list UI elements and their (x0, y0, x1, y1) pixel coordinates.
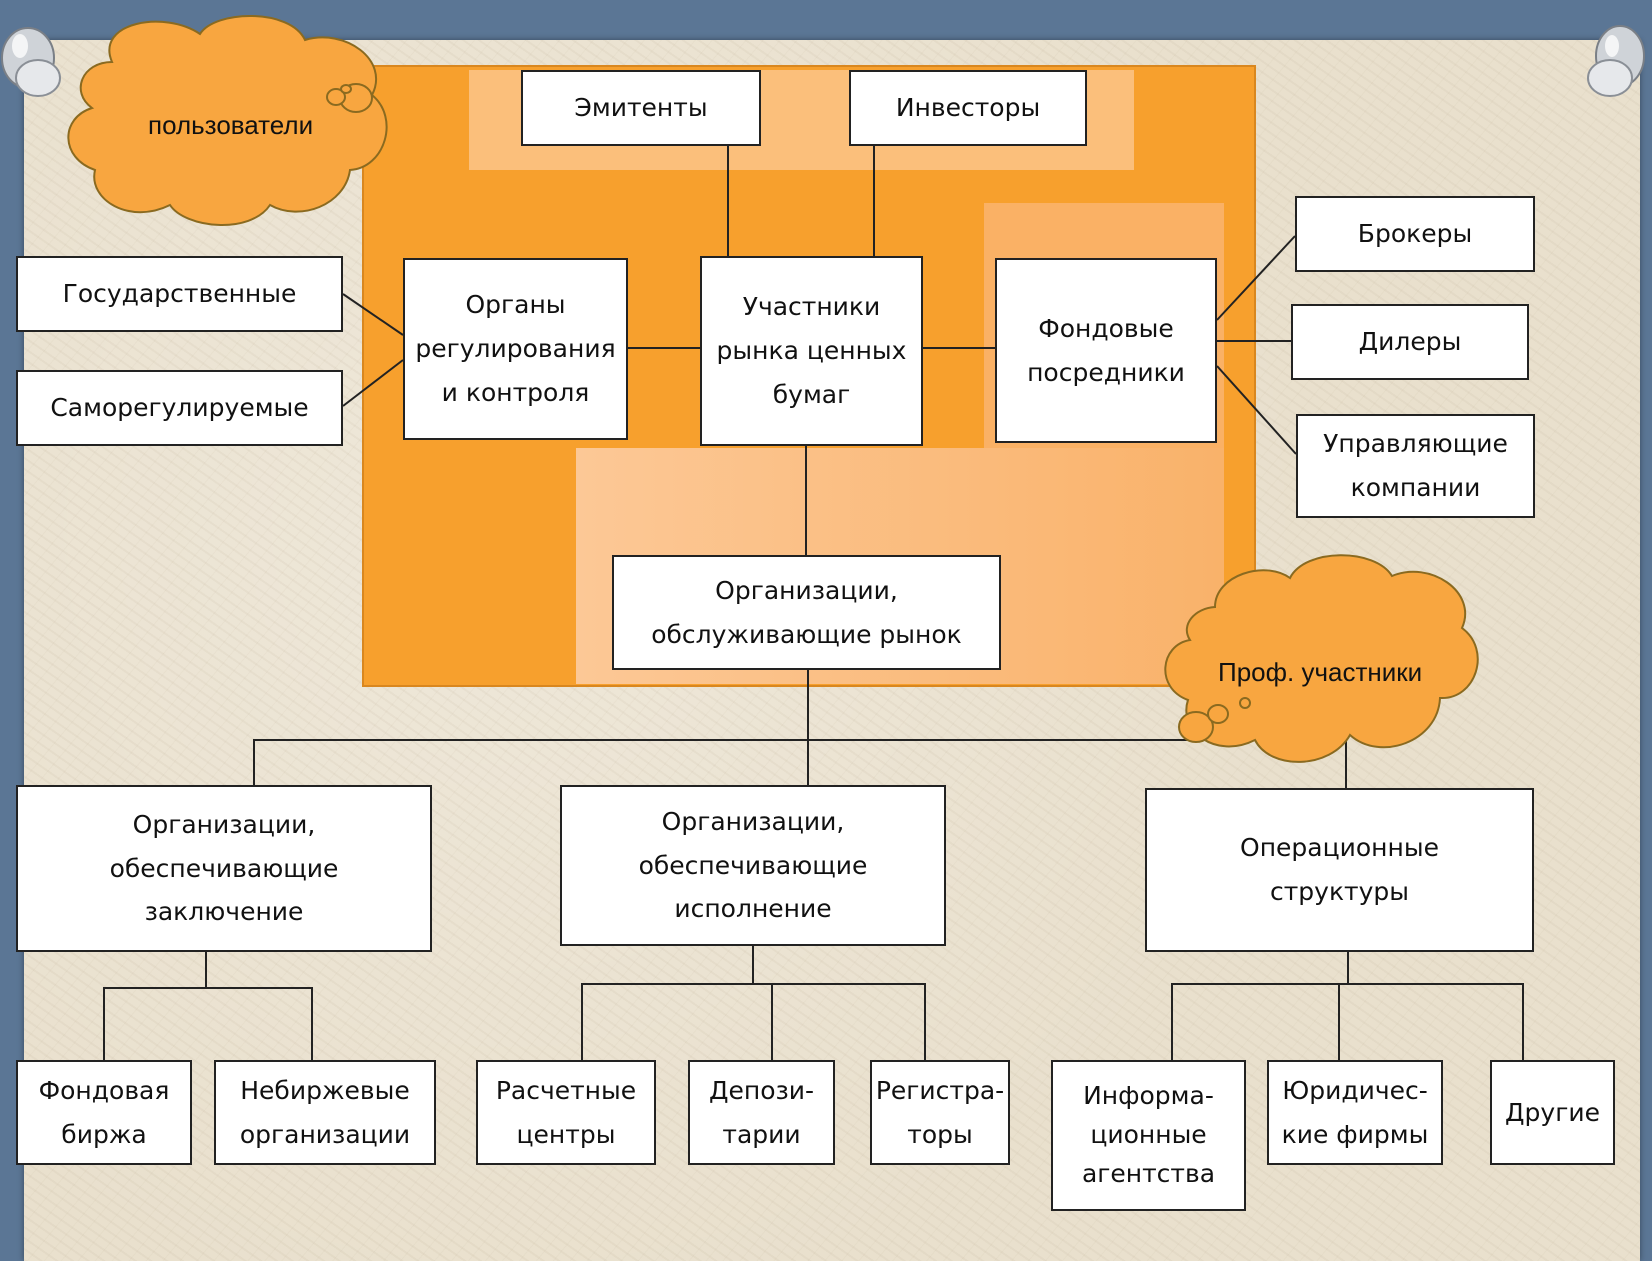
box-operational-line-2: структуры (1269, 877, 1410, 906)
connector-state (342, 293, 404, 336)
cloud-users (67, 15, 388, 226)
box-brokers-line-1: Брокеры (1357, 219, 1473, 249)
cloud-users-shape (67, 15, 388, 226)
box-service-orgs-line-2: обслуживающие рынок (651, 619, 962, 649)
box-state-line-1: Государственные (62, 279, 297, 309)
box-registrars-line-2: торы (907, 1119, 973, 1149)
box-settlement: Расчетные центры (476, 1060, 656, 1165)
box-intermediaries: Фондовые посредники (995, 258, 1217, 443)
box-managers-line-1: Управляющие (1323, 429, 1508, 459)
box-investors-line-1: Инвесторы (895, 93, 1041, 123)
box-conclusion-orgs-line-3: заключение (144, 897, 304, 927)
pushpin-right-base (1587, 59, 1633, 97)
box-depositories-line-1: Депози- (708, 1075, 815, 1105)
box-info-agencies-line-1: Информа- (1083, 1081, 1214, 1111)
connector-selfreg (342, 359, 404, 407)
box-exchange-line-2: биржа (61, 1119, 147, 1149)
box-exchange: Фондовая биржа (16, 1060, 192, 1165)
box-otc-line-2: организации (239, 1119, 411, 1149)
box-info-agencies-line-2: ционные (1090, 1120, 1207, 1150)
box-emitents: Эмитенты (521, 70, 761, 146)
box-selfreg: Саморегулируемые (16, 370, 343, 446)
cloud-prof-bubble-large (1178, 711, 1214, 743)
box-others: Другие (1490, 1060, 1615, 1165)
connector-operational-children (1171, 983, 1524, 1060)
pushpin-left-shine (12, 34, 28, 58)
connector-brokers (1216, 235, 1296, 321)
box-execution-orgs-line-2: обеспечивающие (638, 850, 868, 880)
box-law-firms: Юридичес- кие фирмы (1267, 1060, 1443, 1165)
box-settlement-line-2: центры (516, 1119, 616, 1149)
pushpin-left-icon (1, 27, 61, 97)
cloud-prof-shape (1164, 554, 1479, 763)
cloud-prof-label: Проф. участники (1218, 657, 1423, 687)
box-conclusion-orgs-line-2: обеспечивающие (109, 853, 339, 883)
box-investors: Инвесторы (849, 70, 1087, 146)
box-participants: Участники рынка ценных бумаг (700, 256, 923, 446)
cloud-prof-bubble-medium (1207, 704, 1229, 724)
connector-lines (103, 146, 1524, 1060)
box-registrars: Регистра- торы (870, 1060, 1010, 1165)
box-intermediaries-line-2: посредники (1027, 357, 1185, 387)
box-regulators-line-3: и контроля (441, 377, 590, 407)
box-managers: Управляющие компании (1296, 414, 1535, 518)
box-info-agencies: Информа- ционные агентства (1051, 1060, 1246, 1211)
box-state: Государственные (16, 256, 343, 332)
box-dealers-line-1: Дилеры (1358, 327, 1462, 357)
cloud-users-bubble-medium (326, 88, 346, 106)
connector-execution-left (581, 983, 926, 1060)
box-otc: Небиржевые организации (214, 1060, 436, 1165)
box-service-orgs: Организации, обслуживающие рынок (612, 555, 1001, 670)
box-selfreg-line-1: Саморегулируемые (50, 393, 309, 423)
box-settlement-line-1: Расчетные (495, 1075, 637, 1105)
box-regulators-line-2: регулирования (415, 334, 616, 364)
box-regulators-line-1: Органы (465, 290, 566, 320)
box-participants-line-2: рынка ценных (716, 336, 907, 366)
box-exchange-line-1: Фондовая (38, 1075, 170, 1105)
box-info-agencies-line-3: агентства (1081, 1158, 1216, 1188)
box-intermediaries-line-1: Фондовые (1038, 313, 1174, 343)
box-dealers: Дилеры (1291, 304, 1529, 380)
connector-conclusion-children (103, 987, 313, 1060)
box-depositories: Депози- тарии (688, 1060, 835, 1165)
box-execution-orgs-line-3: исполнение (674, 894, 832, 924)
box-participants-line-1: Участники (742, 292, 881, 322)
box-conclusion-orgs: Организации, обеспечивающие заключение (16, 785, 432, 952)
box-participants-line-3: бумаг (772, 379, 851, 409)
box-depositories-line-2: тарии (722, 1119, 801, 1149)
box-law-firms-line-1: Юридичес- (1282, 1075, 1428, 1105)
box-operational: Операционные структуры (1145, 788, 1534, 952)
box-service-orgs-line-1: Организации, (715, 575, 898, 605)
cloud-prof (1164, 554, 1479, 763)
pushpin-left-base (15, 59, 61, 97)
box-law-firms-line-2: кие фирмы (1281, 1119, 1429, 1149)
cloud-users-bubble-small (340, 84, 352, 94)
pushpin-right-icon (1587, 25, 1645, 97)
box-execution-orgs: Организации, обеспечивающие исполнение (560, 785, 946, 946)
connector-branch-left (253, 739, 808, 785)
box-otc-line-1: Небиржевые (240, 1075, 410, 1105)
connector-managers (1216, 365, 1297, 455)
cloud-prof-bubble-small (1239, 697, 1251, 709)
box-brokers: Брокеры (1295, 196, 1535, 272)
box-emitents-line-1: Эмитенты (574, 93, 708, 123)
box-regulators: Органы регулирования и контроля (403, 258, 628, 440)
pushpin-right-shine (1605, 35, 1619, 57)
cloud-users-label: пользователи (148, 110, 314, 140)
box-registrars-line-1: Регистра- (875, 1075, 1005, 1105)
box-others-line-1: Другие (1505, 1097, 1600, 1127)
box-conclusion-orgs-line-1: Организации, (132, 809, 316, 839)
box-operational-line-1: Операционные (1240, 833, 1439, 863)
box-execution-orgs-line-1: Организации, (661, 806, 845, 836)
box-managers-line-2: компании (1350, 473, 1481, 502)
